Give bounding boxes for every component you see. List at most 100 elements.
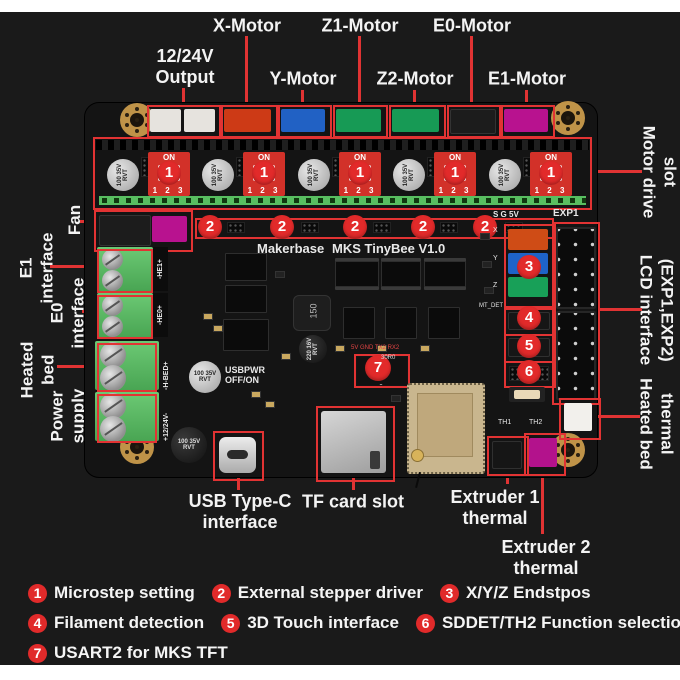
legend-badge-3: 3 [439, 583, 459, 603]
th2-connector [529, 438, 557, 467]
marker-2: 2 [343, 215, 367, 239]
usb-c-connector [219, 437, 256, 473]
z2-motor-connector [392, 109, 439, 132]
driver-slot-4: 100 35V RVT ON 1 1 2 3 [387, 151, 482, 197]
line-tf-card [352, 477, 355, 490]
smd-part [265, 401, 275, 408]
dip-switch: ON 1 1 2 3 [339, 152, 381, 196]
label-z2-motor: Z2-Motor [376, 68, 454, 89]
marker-5: 5 [517, 334, 541, 358]
th2-silkscreen: TH2 [529, 419, 543, 426]
x-silkscreen: X [493, 227, 498, 234]
th1-silkscreen: TH1 [498, 419, 512, 426]
endstop-box [504, 224, 556, 308]
line-e1-interface [50, 265, 98, 268]
line-usb-type-c [237, 474, 240, 490]
x-motor-connector [224, 109, 271, 132]
hbed-silkscreen: -H-BED+ [163, 361, 170, 390]
hbed-box [97, 343, 157, 392]
capacitor: 100 35V RVT [107, 159, 139, 191]
reset-button [514, 390, 540, 399]
usb-c-box [213, 431, 264, 481]
brand-silkscreen: Makerbase [257, 241, 325, 256]
he1-box [97, 249, 153, 293]
power-terminal [95, 392, 159, 442]
legend-row-3: 7 USART2 for MKS TFT [28, 643, 228, 663]
bed-thermal-box [559, 398, 601, 440]
marker-1: 1 [443, 161, 467, 185]
esp32-module [407, 383, 485, 489]
top-white-strip [0, 0, 680, 12]
connector-box-e1-motor [501, 105, 555, 138]
he0-silkscreen: -HE0+ [153, 293, 168, 337]
legend-row-1: 1 Microstep setting 2 External stepper d… [28, 583, 591, 603]
usart-silkscreen: 5V GND TX2 RX2 [351, 345, 400, 351]
smd-part [281, 353, 291, 360]
mount-hole [551, 101, 585, 135]
label-tf-card-slot: TF card slot [301, 491, 405, 512]
fan2-connector [152, 216, 187, 242]
label-z1-motor: Z1-Motor [321, 15, 399, 36]
screw [102, 249, 123, 270]
qfp-ic [385, 307, 417, 339]
driver-slot-5: 100 35V RVT ON 1 1 2 3 [483, 151, 578, 197]
mtdet-silkscreen: MT_DET [479, 303, 503, 309]
legend-item-2: 2 External stepper driver [211, 583, 423, 603]
he0-box [97, 295, 153, 339]
capacitor: 100 35V RVT [171, 427, 207, 463]
smd-part [203, 313, 213, 320]
exp1-connector [556, 227, 596, 309]
smd-part [275, 271, 285, 278]
label-e1-motor: E1-Motor [488, 68, 566, 89]
th1-connector [492, 441, 522, 469]
tf-slot-notch [370, 451, 380, 469]
capacitor: 220 16V RVT [299, 335, 327, 363]
label-e0-motor: E0-Motor [433, 15, 511, 36]
driver-slot-1: 100 35V RVT ON 1 1 2 3 [101, 151, 196, 197]
dip-switch: ON 1 1 2 3 [243, 152, 285, 196]
smd-part [213, 325, 223, 332]
sg5v-silkscreen: S G 5V [493, 210, 519, 219]
qfp-ic [428, 307, 460, 339]
marker-6: 6 [517, 360, 541, 384]
he1-silkscreen: -HE1+ [153, 247, 168, 291]
smd-part [377, 345, 387, 352]
driver-ic [381, 261, 421, 287]
screw [100, 416, 126, 442]
hbed-terminal [95, 341, 159, 391]
line-x-motor [245, 36, 248, 108]
lcd-exp-box [552, 222, 600, 405]
z-silkscreen: Z [493, 282, 498, 289]
smd-part [420, 345, 430, 352]
dip-switch: ON 1 1 2 3 [530, 152, 572, 196]
x-endstop-connector [508, 229, 548, 250]
smd-part [251, 391, 261, 398]
label-lcd-interface: LCD interface(EXP1,EXP2) [636, 254, 677, 366]
mosfet [225, 285, 267, 313]
line-heated-bed-thermal [598, 415, 640, 418]
extruder2-thermal-box [524, 433, 566, 476]
capacitor: 100 35V RVT [489, 159, 521, 191]
dip-switch: ON 1 1 2 3 [148, 152, 190, 196]
power-silkscreen: +12/24V- [163, 412, 170, 441]
bottom-white-strip [0, 665, 680, 680]
legend-item-6: 6 SDDET/TH2 Function selection [415, 613, 680, 633]
fan1-connector [99, 215, 151, 246]
marker-1: 1 [252, 161, 276, 185]
line-12-24v [182, 88, 185, 108]
r30-silkscreen: 30R0 [381, 355, 396, 361]
smd-part [484, 287, 494, 294]
y-silkscreen: Y [493, 255, 498, 262]
fan-connector-box [94, 210, 193, 252]
extruder1-thermal-box [487, 436, 529, 476]
legend-item-1: 1 Microstep setting [28, 583, 195, 603]
marker-1: 1 [539, 161, 563, 185]
marker-1: 1 [348, 161, 372, 185]
power-box [97, 394, 157, 443]
usb-c-slot [227, 450, 248, 459]
